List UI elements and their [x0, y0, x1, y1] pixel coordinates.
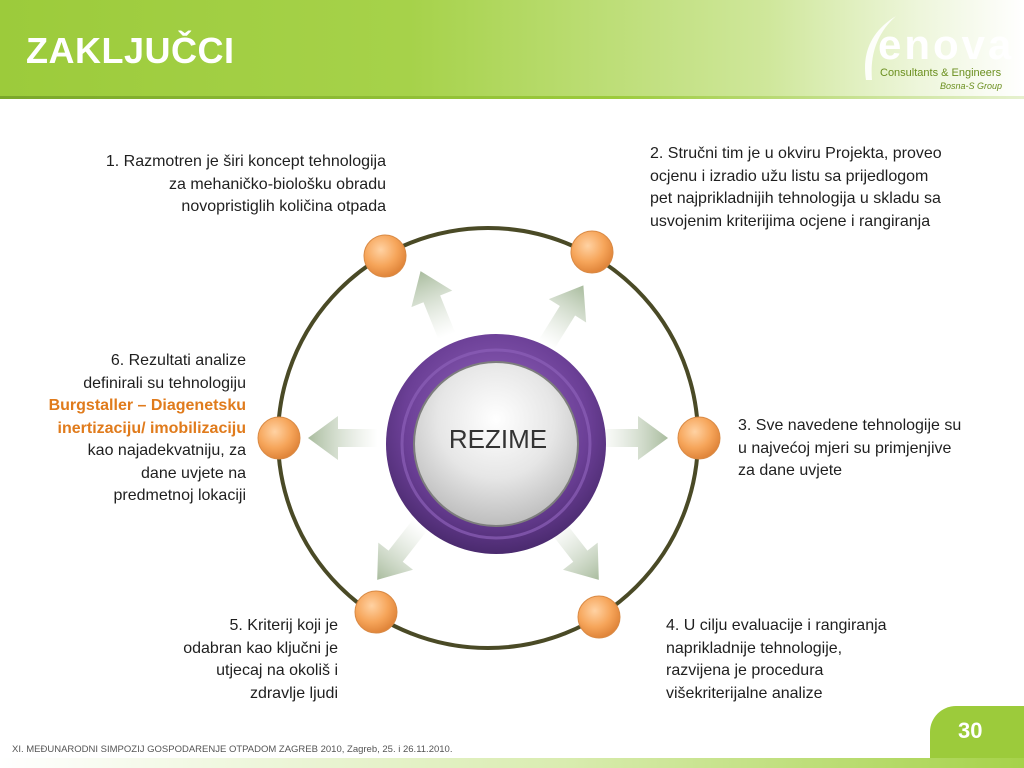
logo-tagline: Consultants & Engineers — [880, 67, 1002, 79]
arrow-item-5 — [377, 519, 428, 580]
node-1 — [363, 234, 407, 278]
arrow-item-3 — [598, 416, 668, 460]
logo-wordmark: enova — [878, 21, 1015, 68]
arrow-item-2 — [538, 285, 587, 350]
arrow-item-1 — [411, 271, 456, 340]
header-bar — [0, 0, 1024, 96]
logo-group: Bosna-S Group — [939, 81, 1002, 91]
item-6-text: 6. Rezultati analize definirali su tehno… — [20, 350, 246, 508]
swoosh-icon — [865, 16, 896, 80]
item-5-text: 5. Kriterij koji je odabran kao ključni … — [183, 617, 338, 702]
arrow-item-4 — [548, 519, 599, 580]
item-2-text: 2. Stručni tim je u okviru Projekta, pro… — [650, 145, 942, 230]
arrows — [308, 271, 668, 580]
node-2 — [570, 230, 614, 274]
node-6 — [257, 416, 301, 460]
footer-text: XI. MEĐUNARODNI SIMPOZIJ GOSPODARENJE OT… — [12, 744, 453, 755]
highlighted-technology: inertizaciju/ imobilizaciju — [57, 419, 246, 437]
highlighted-technology: Burgstaller – Diagenetsku — [48, 397, 246, 414]
node-3 — [677, 416, 721, 460]
item-1-text: 1. Razmotren je širi koncept tehnologija… — [105, 153, 386, 215]
node-4 — [577, 595, 621, 639]
arrow-item-6 — [308, 416, 378, 460]
page-number: 30 — [958, 718, 983, 743]
node-5 — [354, 590, 398, 634]
header-divider — [0, 96, 1024, 99]
item-3-text: 3. Sve navedene tehnologije su u najvećo… — [738, 417, 962, 479]
center-label: REZIME — [448, 424, 548, 454]
enova-logo: enova Consultants & Engineers Bosna-S Gr… — [858, 12, 1014, 92]
footer-bar — [0, 758, 1024, 768]
item-4-text: 4. U cilju evaluacije i rangiranja napri… — [666, 617, 887, 702]
slide-title: ZAKLJUČCI — [26, 30, 235, 71]
page-number-tab — [930, 706, 1024, 758]
center-inner-circle — [413, 361, 579, 527]
